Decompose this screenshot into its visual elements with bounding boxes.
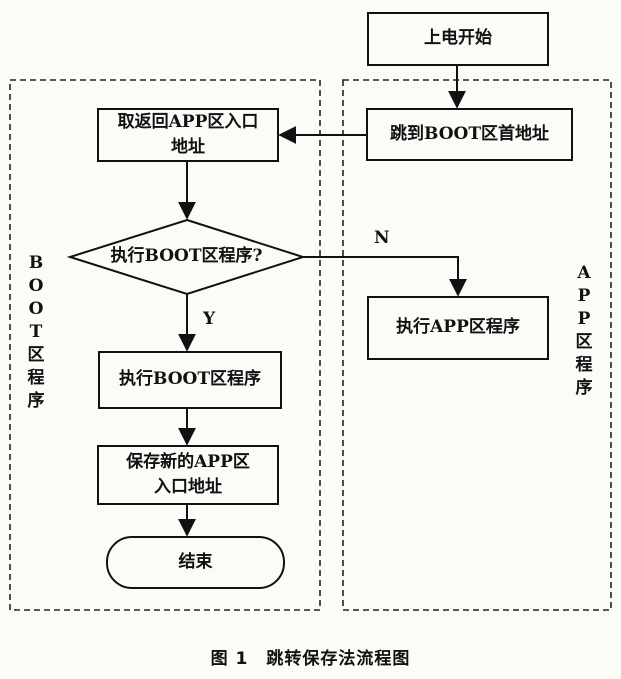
app-region-char: A [577,263,591,283]
boot-region-char: O [28,275,44,296]
exec-boot-text: 执行BOOT区程序 [119,369,261,390]
exec-app-text: 执行APP区程序 [396,317,520,338]
exec-boot-box [98,351,282,409]
save-text-line2: 入口地址 [154,477,222,497]
edge-label-no: N [374,228,390,248]
boot-region-char: T [29,321,43,342]
get-return-text-line2: 地址 [171,137,205,157]
app-region-border [342,79,612,611]
app-region-char: P [577,308,591,329]
app-region-char: 区 [575,331,593,352]
jump-boot-text: 跳到BOOT区首地址 [390,123,549,144]
boot-region-char: O [28,298,44,319]
save-label: 保存新的APP区 入口地址 [98,446,278,504]
boot-region-label: B O O T 区 程 序 [24,252,48,413]
get-return-label: 取返回APP区入口 地址 [98,109,278,161]
exec-app-label: 执行APP区程序 [368,297,548,359]
edge-label-yes: Y [203,309,216,329]
app-region-char: 序 [575,377,593,398]
end-text: 结束 [178,551,213,572]
boot-region-char: 区 [27,344,45,365]
figure-caption: 图 1 跳转保存法流程图 [210,649,411,669]
decision-text: 执行BOOT区程序? [110,246,263,267]
jump-boot-label: 跳到BOOT区首地址 [367,109,572,160]
boot-region-char: 程 [27,367,45,388]
power-on-label: 上电开始 [368,13,548,65]
app-region-char: 程 [575,354,593,375]
exec-boot-label: 执行BOOT区程序 [99,352,281,408]
decision-label: 执行BOOT区程序? [70,238,303,276]
boot-region-char: 序 [27,390,45,411]
end-label: 结束 [107,537,284,588]
exec-app-box [367,296,549,360]
end-terminal [106,536,285,589]
get-return-text-line1: 取返回APP区入口 [117,111,259,132]
boot-region-char: B [28,253,44,273]
boot-region-border [9,79,321,611]
power-on-text: 上电开始 [424,28,492,49]
app-region-label: A P P 区 程 序 [572,262,596,400]
save-text-line1: 保存新的APP区 [126,451,250,472]
app-region-char: P [577,285,591,306]
arrow-decision-no-to-app [303,256,467,297]
